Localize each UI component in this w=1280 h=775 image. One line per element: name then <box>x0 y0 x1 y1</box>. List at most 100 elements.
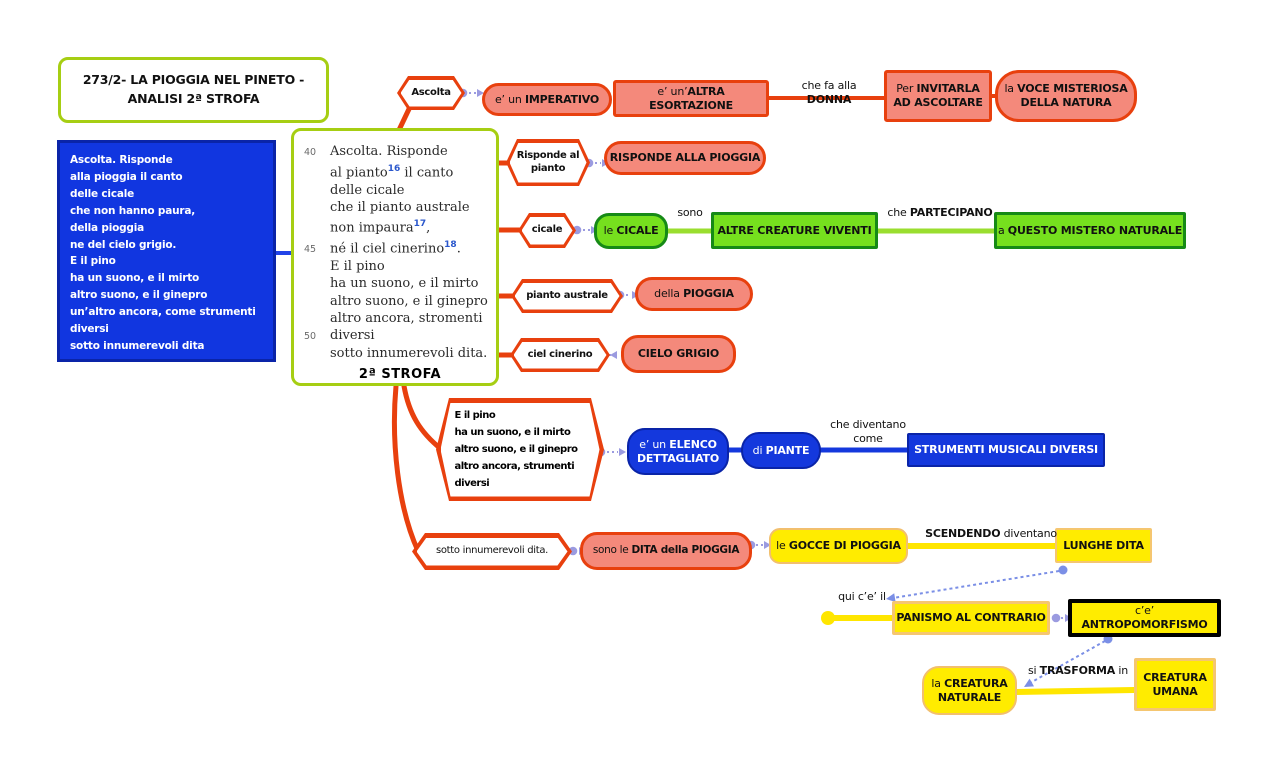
blue-poem-line: che non hanno paura, <box>70 204 196 217</box>
node-creatura-naturale[interactable]: la CREATURA NATURALE <box>922 666 1017 715</box>
node-creatura-naturale-label: la CREATURA NATURALE <box>931 676 1012 704</box>
node-della-pioggia-label: della PIOGGIA <box>654 287 734 301</box>
node-creatura-umana[interactable]: CREATURA UMANA <box>1134 658 1216 711</box>
blue-poem-line: diversi <box>70 323 109 336</box>
node-ciel-cinerino-label: ciel cinerino <box>527 348 593 360</box>
blue-poem-line: Ascolta. Risponde <box>70 154 173 166</box>
node-ciel-cinerino[interactable]: ciel cinerino <box>510 338 610 372</box>
node-pianto-australe[interactable]: pianto australe <box>511 279 623 313</box>
node-imperativo-label: e’ un IMPERATIVO <box>494 92 600 106</box>
node-panismo[interactable]: PANISMO AL CONTRARIO <box>892 601 1050 635</box>
blue-poem-line: ne del cielo grigio. <box>70 238 177 251</box>
node-le-cicale-label: le CICALE <box>603 224 659 238</box>
red-connectors <box>391 94 999 554</box>
node-imperativo[interactable]: e’ un IMPERATIVO <box>482 83 612 116</box>
blue-poem-line: sotto innumerevoli dita <box>70 339 205 352</box>
node-dita-della-pioggia[interactable]: sono le DITA della PIOGGIA <box>580 532 752 570</box>
strofa-poem-line: che il pianto australe <box>330 199 470 215</box>
node-risponde-alla-pioggia[interactable]: RISPONDE ALLA PIOGGIA <box>604 141 766 175</box>
title-box[interactable]: 273/2- LA PIOGGIA NEL PINETO - ANALISI 2… <box>58 57 329 123</box>
node-altra-esortazione-label: e’ un’ALTRA ESORTAZIONE <box>649 84 733 112</box>
node-gocce-di-pioggia-label: le GOCCE DI PIOGGIA <box>776 539 901 553</box>
poem-blue-text: Ascolta. Risponde alla pioggia il canto de… <box>70 152 273 355</box>
edge-label-che-diventano-come: che diventano come <box>830 418 906 446</box>
node-voce-misteriosa[interactable]: la VOCE MISTERIOSA DELLA NATURA <box>995 70 1137 122</box>
strofa-poem-line: altro ancora, stromenti <box>330 310 483 326</box>
node-cielo-grigio-label: CIELO GRIGIO <box>637 347 720 361</box>
node-strumenti-musicali[interactable]: STRUMENTI MUSICALI DIVERSI <box>907 433 1105 467</box>
node-invitarla[interactable]: Per INVITARLA AD ASCOLTARE <box>884 70 992 122</box>
node-dita-della-pioggia-label: sono le DITA della PIOGGIA <box>592 544 740 557</box>
node-e-il-pino-box[interactable]: E il pino ha un suono, e il mirto altro su… <box>436 398 604 501</box>
pino-line: ha un suono, e il mirto <box>454 427 571 438</box>
pino-line: diversi <box>454 478 490 489</box>
node-risponde-alla-pioggia-label: RISPONDE ALLA PIOGGIA <box>609 151 761 165</box>
pino-line: E il pino <box>454 410 496 421</box>
node-della-pioggia[interactable]: della PIOGGIA <box>635 277 753 311</box>
blue-poem-line: della pioggia <box>70 221 145 234</box>
node-e-il-pino-text: E il pino ha un suono, e il mirto altro su… <box>455 407 578 492</box>
strofa-label: 2ª STROFA <box>358 367 442 383</box>
edge-label-qui-ce-il: qui c’e’ il <box>838 590 886 603</box>
node-gocce-di-pioggia[interactable]: le GOCCE DI PIOGGIA <box>769 528 908 564</box>
strofa-poem-line: ha un suono, e il mirto <box>330 276 479 292</box>
strofa-poem-line: non impaura17, <box>330 219 431 236</box>
strofa-poem-line: sotto innumerevoli dita. <box>330 346 488 362</box>
node-antropomorfismo[interactable]: c’e’ ANTROPOMORFISMO <box>1068 599 1221 637</box>
node-creatura-umana-label: CREATURA UMANA <box>1143 670 1211 698</box>
node-antropomorfismo-label: c’e’ ANTROPOMORFISMO <box>1081 604 1208 631</box>
yellow-endpoint-dot <box>821 611 835 625</box>
node-cielo-grigio[interactable]: CIELO GRIGIO <box>621 335 736 373</box>
node-sotto-dita-box[interactable]: sotto innumerevoli dita. <box>412 533 572 570</box>
pino-line: altro ancora, strumenti <box>454 461 575 472</box>
node-ascolta-label: Ascolta <box>411 86 451 98</box>
node-altre-creature[interactable]: ALTRE CREATURE VIVENTI <box>711 212 878 249</box>
node-di-piante[interactable]: di PIANTE <box>741 432 821 469</box>
node-altre-creature-label: ALTRE CREATURE VIVENTI <box>717 223 872 237</box>
edge-label-si-trasforma-in: si TRASFORMA in <box>1027 664 1129 677</box>
node-invitarla-label: Per INVITARLA AD ASCOLTARE <box>893 82 984 109</box>
node-sotto-dita-label: sotto innumerevoli dita. <box>435 545 549 557</box>
node-risponde-al-pianto-label: Risponde al pianto <box>516 150 583 174</box>
node-voce-misteriosa-label: la VOCE MISTERIOSA DELLA NATURA <box>1004 82 1132 109</box>
edge-label-che-partecipano: che PARTECIPANO <box>887 206 993 219</box>
edge-label-sono: sono <box>677 206 703 219</box>
node-ascolta[interactable]: Ascolta <box>397 76 465 110</box>
pino-line: altro suono, e il ginepro <box>454 444 578 455</box>
node-strumenti-musicali-label: STRUMENTI MUSICALI DIVERSI <box>914 443 1098 457</box>
node-elenco-dettagliato-label: e’ un ELENCO DETTAGLIATO <box>636 437 721 465</box>
strofa-poem-line: E il pino <box>330 259 385 275</box>
node-lunghe-dita[interactable]: LUNGHE DITA <box>1055 528 1152 563</box>
strofa-poem-line: delle cicale <box>330 182 405 198</box>
node-mistero-naturale[interactable]: a QUESTO MISTERO NATURALE <box>994 212 1186 249</box>
strofa-poem-line: al pianto16 il canto <box>330 164 454 181</box>
blue-connectors <box>273 251 911 453</box>
node-cicale[interactable]: cicale <box>518 213 576 248</box>
yellow-connectors <box>826 543 1137 695</box>
blue-poem-line: delle cicale <box>70 187 135 200</box>
node-lunghe-dita-label: LUNGHE DITA <box>1063 538 1144 552</box>
node-panismo-label: PANISMO AL CONTRARIO <box>896 611 1046 625</box>
edge-label-scendendo-diventano: SCENDENDO diventano <box>925 527 1057 540</box>
node-risponde-al-pianto[interactable]: Risponde al pianto <box>506 139 590 186</box>
node-cicale-label: cicale <box>531 224 563 236</box>
node-le-cicale[interactable]: le CICALE <box>594 213 668 249</box>
page-title: 273/2- LA PIOGGIA NEL PINETO - ANALISI 2… <box>82 72 305 106</box>
blue-poem-line: ha un suono, e il mirto <box>70 272 200 285</box>
poem-blue-box[interactable]: Ascolta. Risponde alla pioggia il canto de… <box>57 140 276 362</box>
node-altra-esortazione[interactable]: e’ un’ALTRA ESORTAZIONE <box>613 80 769 117</box>
node-pianto-australe-label: pianto australe <box>526 289 608 301</box>
blue-poem-line: E il pino <box>70 255 116 268</box>
blue-poem-line: altro suono, e il ginepro <box>70 289 208 302</box>
node-di-piante-label: di PIANTE <box>752 443 810 457</box>
node-mistero-naturale-label: a QUESTO MISTERO NATURALE <box>997 223 1183 237</box>
blue-poem-line: alla pioggia il canto <box>70 170 183 183</box>
node-elenco-dettagliato[interactable]: e’ un ELENCO DETTAGLIATO <box>627 428 729 475</box>
